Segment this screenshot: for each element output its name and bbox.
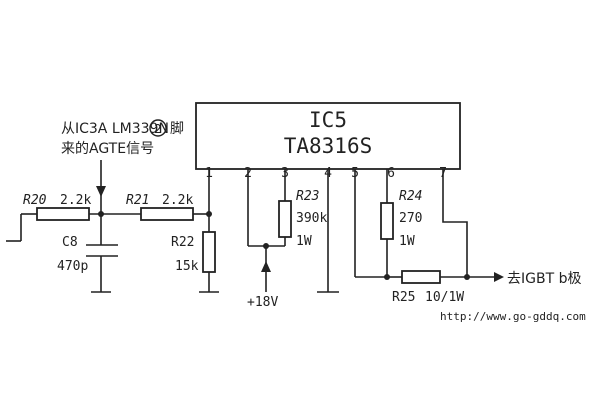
r21-resistor xyxy=(140,207,194,221)
r21-value: 2.2k xyxy=(162,193,193,208)
output-label: 去IGBT b极 xyxy=(507,271,581,287)
c8-ref: C8 xyxy=(62,235,78,250)
pin-7-lead xyxy=(442,169,468,277)
ic-name: IC5 xyxy=(309,108,347,132)
r22-resistor xyxy=(202,231,216,273)
r24-resistor xyxy=(380,202,394,240)
source-note-line2: 来的AGTE信号 xyxy=(61,141,154,157)
r22-ref: R22 xyxy=(171,235,194,250)
pin-6-label: 6 xyxy=(387,166,395,181)
circled-pin-number: 2 xyxy=(154,122,162,136)
r23-resistor xyxy=(278,200,292,238)
junction-pin1 xyxy=(206,211,212,217)
source-note-line1: 从IC3A LM339N xyxy=(61,121,169,137)
r23-ref: R23 xyxy=(296,189,319,204)
c8-value: 470p xyxy=(57,259,88,274)
source-note-prefix: 从IC3A LM339N xyxy=(61,121,169,137)
output-arrow xyxy=(494,272,504,282)
supply-label: +18V xyxy=(247,295,278,310)
r23-value: 390k xyxy=(296,211,327,226)
watermark-url: http://www.go-gddq.com xyxy=(440,310,586,323)
r24-value: 270 xyxy=(399,211,422,226)
circled-pin-marker xyxy=(149,119,167,137)
r20-resistor xyxy=(36,207,90,221)
r22-value: 15k xyxy=(175,259,199,274)
r25-value: 10/1W xyxy=(425,290,464,305)
r24-power: 1W xyxy=(399,234,415,249)
agte-input-arrow xyxy=(96,186,106,197)
r21-ref: R21 xyxy=(126,193,149,208)
r24-ref: R24 xyxy=(399,189,422,204)
r20-ref: R20 xyxy=(23,193,47,208)
r23-power: 1W xyxy=(296,234,312,249)
ic-part-number: TA8316S xyxy=(284,134,373,158)
ic5-body xyxy=(195,102,461,170)
r25-resistor xyxy=(401,270,441,284)
source-note-suffix: 脚 xyxy=(170,121,184,137)
r20-value: 2.2k xyxy=(60,193,91,208)
supply-arrow xyxy=(261,261,271,272)
r25-ref: R25 xyxy=(392,290,415,305)
